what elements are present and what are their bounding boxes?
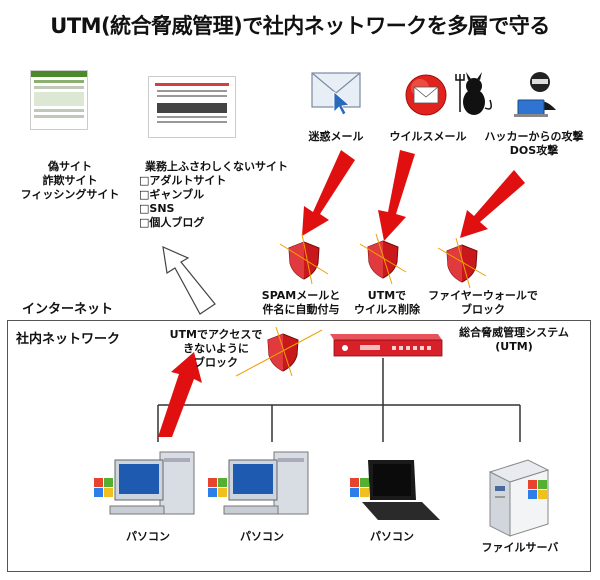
threat-label-line: DOS攻撃 [509, 144, 559, 157]
shield-icon-spam [279, 233, 329, 285]
defense-label-line: SPAMメールと [261, 289, 341, 302]
client-label-file-server: ファイルサーバ [481, 541, 559, 554]
defense-label-line: 件名に自動付与 [262, 303, 340, 316]
inappropriate-sites-heading: 業務上ふさわしくないサイト [145, 160, 288, 173]
client-label-laptop: パソコン [370, 530, 414, 543]
defense-label-line: ファイヤーウォールで [428, 289, 538, 302]
fake-sites-line: 偽サイト [48, 160, 92, 173]
inappropriate-site-item: □個人ブログ [139, 216, 205, 229]
access-block-line: UTMでアクセスで [169, 328, 263, 341]
fake-sites-line: フィッシングサイト [20, 188, 120, 201]
threat-label-line: 迷惑メール [308, 130, 364, 143]
envelope-icon [311, 72, 361, 116]
utm-device-label: 総合脅威管理システム (UTM) [444, 326, 584, 354]
defense-label-spam: SPAMメールと 件名に自動付与 [246, 289, 356, 317]
utm-device-line: (UTM) [495, 340, 533, 353]
threat-label-line: ハッカーからの攻撃 [484, 130, 584, 143]
fake-site-thumbnail [30, 70, 88, 130]
fake-sites-label: 偽サイト 詐欺サイト フィッシングサイト [10, 160, 130, 202]
inappropriate-site-item: □アダルトサイト [139, 174, 227, 187]
blocked-access-arrow [162, 246, 216, 315]
threat-label-virus: ウイルスメール [388, 130, 468, 144]
defense-label-line: ブロック [461, 303, 505, 316]
inappropriate-site-thumbnail [148, 76, 236, 138]
threat-label-spam: 迷惑メール [296, 130, 376, 144]
access-block-line: ブロック [194, 356, 238, 369]
inappropriate-site-item: □SNS [139, 202, 175, 215]
access-block-label: UTMでアクセスで きないように ブロック [156, 328, 276, 370]
virus-mail-icon [405, 72, 492, 116]
defense-label-firewall: ファイヤーウォールで ブロック [418, 289, 548, 317]
threat-label-line: ウイルスメール [389, 130, 467, 143]
shield-icon-firewall [437, 237, 487, 289]
access-block-line: きないように [183, 342, 249, 355]
inappropriate-sites-label: 業務上ふさわしくないサイト □アダルトサイト □ギャンブル □SNS □個人ブロ… [139, 160, 288, 230]
fake-sites-line: 詐欺サイト [42, 174, 98, 187]
internal-network-zone [7, 320, 591, 572]
defense-label-line: UTMで [367, 289, 407, 302]
client-label-pc-2: パソコン [240, 530, 284, 543]
defense-label-line: ウイルス削除 [354, 303, 420, 316]
shield-icon-virus [359, 233, 407, 285]
defense-label-virus: UTMで ウイルス削除 [352, 289, 422, 317]
page-title: UTM(統合脅威管理)で社内ネットワークを多層で守る [50, 14, 550, 38]
utm-device-line: 総合脅威管理システム [459, 326, 569, 339]
internal-network-label: 社内ネットワーク [16, 332, 121, 347]
inappropriate-site-item: □ギャンブル [139, 188, 205, 201]
internet-zone-label: インターネット [22, 302, 114, 317]
hacker-icon [514, 72, 556, 117]
threat-label-hacker: ハッカーからの攻撃 DOS攻撃 [474, 130, 594, 158]
client-label-pc-1: パソコン [126, 530, 170, 543]
